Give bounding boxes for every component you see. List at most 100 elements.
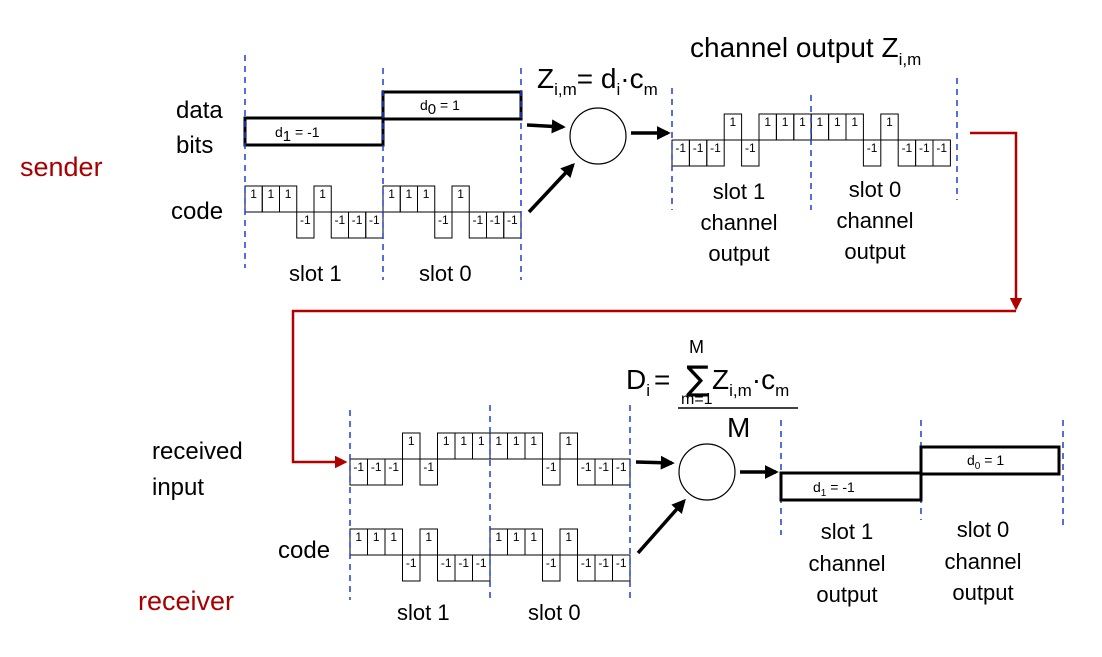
svg-text:slot 0: slot 0	[957, 517, 1010, 542]
receiver-code-chip-label: 1	[513, 530, 520, 544]
receiver-code-chip-label: 1	[530, 530, 537, 544]
received-input-chip-label: 1	[460, 434, 467, 448]
receiver-code-chip-label: 1	[390, 530, 397, 544]
receiver-code-chip	[612, 554, 631, 582]
recovered-bit-d0-label: d0 = 1	[967, 452, 1004, 472]
sender-output-chip-label: 1	[817, 115, 824, 129]
received-input-chip-label: 1	[408, 434, 415, 448]
sender-code-chip-label: 1	[319, 187, 326, 201]
recovered-bit-d1	[779, 471, 923, 502]
svg-text:M: M	[727, 412, 750, 443]
channel-output-title: channel output Zi,m	[690, 32, 921, 69]
receiver-label: receiver	[138, 586, 234, 616]
sender-code-chip-label: 1	[457, 187, 464, 201]
sender-code-chip	[296, 211, 315, 239]
receiver-code-chip-label: -1	[476, 556, 487, 570]
bits-label: bits	[176, 132, 213, 159]
sender-output-chip-label: 1	[851, 115, 858, 129]
svg-text:M: M	[689, 337, 704, 357]
receiver-code-chip-label: -1	[406, 556, 417, 570]
sender-code-chip-label: 1	[285, 187, 292, 201]
sender-code-chip-label: 1	[250, 187, 257, 201]
sender-output-chip-label: 1	[764, 115, 771, 129]
sender-code-chip-label: 1	[406, 187, 413, 201]
sender-code-chip	[434, 211, 453, 239]
receiver-slot0-label: slot 0	[528, 600, 581, 625]
sender-output-chip	[880, 113, 899, 141]
sender-output-chip-label: -1	[675, 141, 686, 155]
receiver-code-chip-label: 1	[373, 530, 380, 544]
receiver-code-chip-label: -1	[458, 556, 469, 570]
receiver-code-chip	[524, 528, 543, 556]
receiver-code-chip-label: -1	[616, 556, 627, 570]
sender-code-chip-label: -1	[507, 213, 518, 227]
sender-code-chip-label: 1	[423, 187, 430, 201]
sender-slot1-label: slot 1	[289, 261, 342, 286]
receiver-code-chip-label: 1	[425, 530, 432, 544]
sender-output-chip	[932, 139, 951, 167]
receiver-code-chip	[472, 554, 491, 582]
sender-output-chip	[741, 139, 760, 167]
sender-output-chip-label: -1	[902, 141, 913, 155]
svg-text:Di=: Di=	[626, 364, 670, 400]
receiver-slot1-label: slot 1	[397, 600, 450, 625]
input-label: input	[152, 474, 204, 501]
receiver-output-slot0-caption: slot 0 channel output	[944, 517, 1021, 605]
received-input-chip-label: 1	[443, 434, 450, 448]
encode-formula: Zi,m= di·cm	[537, 63, 658, 99]
arrow-code-to-encoder	[527, 162, 575, 214]
sender-output-chip-label: 1	[782, 115, 789, 129]
svg-text:slot 1: slot 1	[713, 179, 766, 204]
received-input-chip	[402, 432, 421, 460]
arrow-bits-to-encoder	[526, 119, 566, 134]
receiver-code-chip	[559, 528, 578, 556]
received-input-chip-label: 1	[530, 434, 537, 448]
sender-output-chip-label: -1	[693, 141, 704, 155]
sender-output-chip	[845, 113, 864, 141]
encoder-multiplier-circle	[569, 107, 627, 165]
decode-formula: Di= ∑ M m=1 Zi,m·cm M	[626, 337, 798, 443]
sender-code-chip	[417, 185, 436, 213]
sender-code-chip	[313, 185, 332, 213]
sender-code-chip-label: -1	[438, 213, 449, 227]
received-input-chip-label: 1	[495, 434, 502, 448]
sender-output-chip	[862, 139, 882, 167]
received-input-chip-label: -1	[598, 460, 609, 474]
recovered-data-bits: d1 = -1 d0 = 1	[779, 445, 1061, 502]
receiver-code-chip-label: 1	[565, 530, 572, 544]
svg-text:output: output	[816, 582, 877, 607]
sender-output-chip-label: 1	[730, 115, 737, 129]
svg-text:Zi,m·cm: Zi,m·cm	[712, 364, 789, 400]
received-input-chip	[384, 458, 403, 486]
receiver-code-chip-label: -1	[441, 556, 452, 570]
sender-output-chip-label: 1	[886, 115, 893, 129]
svg-text:slot 0: slot 0	[849, 177, 902, 202]
sender-label: sender	[20, 152, 103, 182]
arrow-code-to-decoder	[636, 498, 686, 555]
sender-output-chip-label: -1	[867, 141, 878, 155]
decoder-multiplier-circle	[678, 443, 736, 501]
svg-text:channel: channel	[836, 208, 913, 233]
receiver-code-chip	[384, 528, 403, 556]
receiver-code-chip-label: 1	[355, 530, 362, 544]
sender-code-chip-label: -1	[352, 213, 363, 227]
receiver-code-chip	[542, 554, 561, 582]
sender-output-chip	[723, 113, 743, 141]
received-input-chip-label: -1	[371, 460, 382, 474]
received-input-chip-label: -1	[423, 460, 434, 474]
sender-code-chip-label: 1	[268, 187, 275, 201]
sender-output-chip-label: -1	[745, 141, 756, 155]
sender-code-chip-label: -1	[369, 213, 380, 227]
data-bit-d0-label: d0 = 1	[420, 97, 460, 118]
arrow-input-to-decoder	[635, 455, 675, 470]
received-input-chip-label: 1	[513, 434, 520, 448]
slot-separators	[244, 55, 1064, 600]
sender-code-chip	[279, 185, 298, 213]
sender-slot0-label: slot 0	[419, 261, 472, 286]
received-input-chip	[559, 432, 578, 460]
svg-text:channel: channel	[808, 551, 885, 576]
received-input-chip-label: 1	[565, 434, 572, 448]
